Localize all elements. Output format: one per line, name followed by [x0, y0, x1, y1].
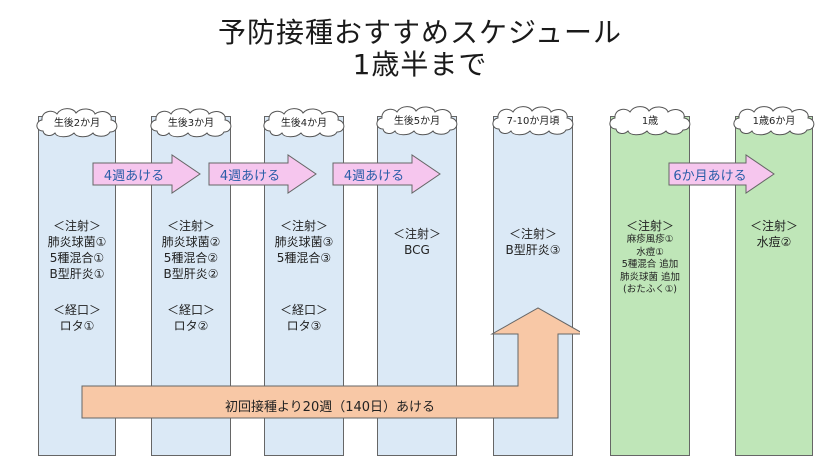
cloud-label-text: 1歳: [641, 116, 659, 127]
column-text-4-months: ＜注射＞ 肺炎球菌③ 5種混合③ ＜経口＞ ロタ③: [264, 218, 344, 334]
injection-header: ＜注射＞: [749, 219, 798, 233]
rota-to-hepb-interval-arrow: 初回接種より20週（140日）あける: [80, 306, 586, 430]
vaccine-item: B型肝炎③: [505, 243, 561, 257]
vaccine-item: ロタ①: [59, 319, 95, 333]
vaccine-item: 肺炎球菌②: [161, 235, 221, 249]
cloud-icon: [492, 106, 574, 136]
column-text-7-10-months: ＜注射＞ B型肝炎③: [493, 226, 573, 258]
cloud-label-text: 生後4か月: [280, 118, 328, 129]
vaccine-item: 5種混合①: [49, 251, 105, 265]
vaccine-item: 5種混合②: [163, 251, 219, 265]
cloud-icon: [733, 106, 815, 136]
interval-arrow-label: 4週あける: [219, 169, 281, 184]
cloud-label-7-10-months: 7-10か月頃: [489, 103, 577, 137]
cloud-icon: [376, 106, 458, 136]
interval-arrow-1: 4週あける: [92, 154, 202, 194]
right-arrow-icon: [92, 154, 201, 194]
interval-arrow-4: 6か月あける: [668, 154, 776, 194]
vaccine-item: 肺炎球菌①: [47, 235, 107, 249]
vaccine-item: B型肝炎①: [49, 267, 105, 281]
column-text-2-months: ＜注射＞ 肺炎球菌① 5種混合① B型肝炎① ＜経口＞ ロタ①: [38, 218, 116, 334]
cloud-label-text: 生後5か月: [393, 116, 441, 127]
column-text-5-months: ＜注射＞ BCG: [377, 226, 457, 258]
cloud-label-4-months: 生後4か月: [260, 105, 348, 139]
vaccine-item: BCG: [404, 243, 430, 257]
cloud-icon: [150, 108, 232, 138]
injection-header: ＜注射＞: [52, 219, 101, 233]
cloud-label-text: 生後2か月: [53, 118, 101, 129]
page-title-line2: 1歳半まで: [352, 48, 488, 81]
cloud-icon: [36, 108, 118, 138]
cloud-label-18-months: 1歳6か月: [730, 103, 818, 137]
cloud-label-text: 生後3か月: [167, 118, 215, 129]
injection-header: ＜注射＞: [625, 219, 674, 233]
vaccine-item: 水痘①: [636, 246, 664, 258]
cloud-icon: [263, 108, 345, 138]
cloud-icon: [609, 106, 691, 136]
right-arrow-icon: [668, 154, 775, 194]
oral-header: ＜経口＞: [52, 303, 101, 317]
injection-header: ＜注射＞: [508, 227, 557, 241]
interval-arrow-3: 4週あける: [332, 154, 442, 194]
vaccine-item: 肺炎球菌 追加: [619, 271, 681, 283]
vaccine-item: 水痘②: [756, 235, 792, 249]
column-text-1-year: ＜注射＞ 麻疹風疹① 水痘① 5種混合 追加 肺炎球菌 追加 (おたふく①): [610, 218, 690, 297]
injection-header: ＜注射＞: [166, 219, 215, 233]
right-arrow-icon: [208, 154, 317, 194]
vaccine-item: (おたふく①): [623, 284, 677, 295]
column-text-3-months: ＜注射＞ 肺炎球菌② 5種混合② B型肝炎② ＜経口＞ ロタ②: [151, 218, 231, 334]
cloud-label-3-months: 生後3か月: [147, 105, 235, 139]
vaccine-item: 5種混合 追加: [621, 259, 679, 270]
oral-header: ＜経口＞: [279, 303, 328, 317]
oral-header: ＜経口＞: [166, 303, 215, 317]
column-text-18-months: ＜注射＞ 水痘②: [735, 218, 813, 250]
bent-up-arrow-icon: [81, 307, 586, 419]
cloud-label-text: 1歳6か月: [752, 116, 796, 127]
cloud-label-5-months: 生後5か月: [373, 103, 461, 137]
interval-arrow-2: 4週あける: [208, 154, 318, 194]
injection-header: ＜注射＞: [392, 227, 441, 241]
cloud-label-text: 7-10か月頃: [506, 116, 560, 127]
interval-arrow-label: 6か月あける: [673, 169, 747, 184]
vaccine-item: ロタ③: [286, 319, 322, 333]
vaccine-item: 5種混合③: [276, 251, 332, 265]
injection-header: ＜注射＞: [279, 219, 328, 233]
vaccine-item: 麻疹風疹①: [626, 234, 674, 245]
interval-arrow-label: 4週あける: [103, 169, 165, 184]
cloud-label-2-months: 生後2か月: [33, 105, 121, 139]
big-arrow-label: 初回接種より20週（140日）あける: [224, 400, 436, 415]
vaccine-item: B型肝炎②: [163, 267, 219, 281]
page-title-line1: 予防接種おすすめスケジュール: [217, 16, 623, 49]
cloud-label-1-year: 1歳: [606, 103, 694, 137]
vaccine-item: 肺炎球菌③: [274, 235, 334, 249]
right-arrow-icon: [332, 154, 441, 194]
interval-arrow-label: 4週あける: [343, 169, 405, 184]
vaccine-item: ロタ②: [173, 319, 209, 333]
